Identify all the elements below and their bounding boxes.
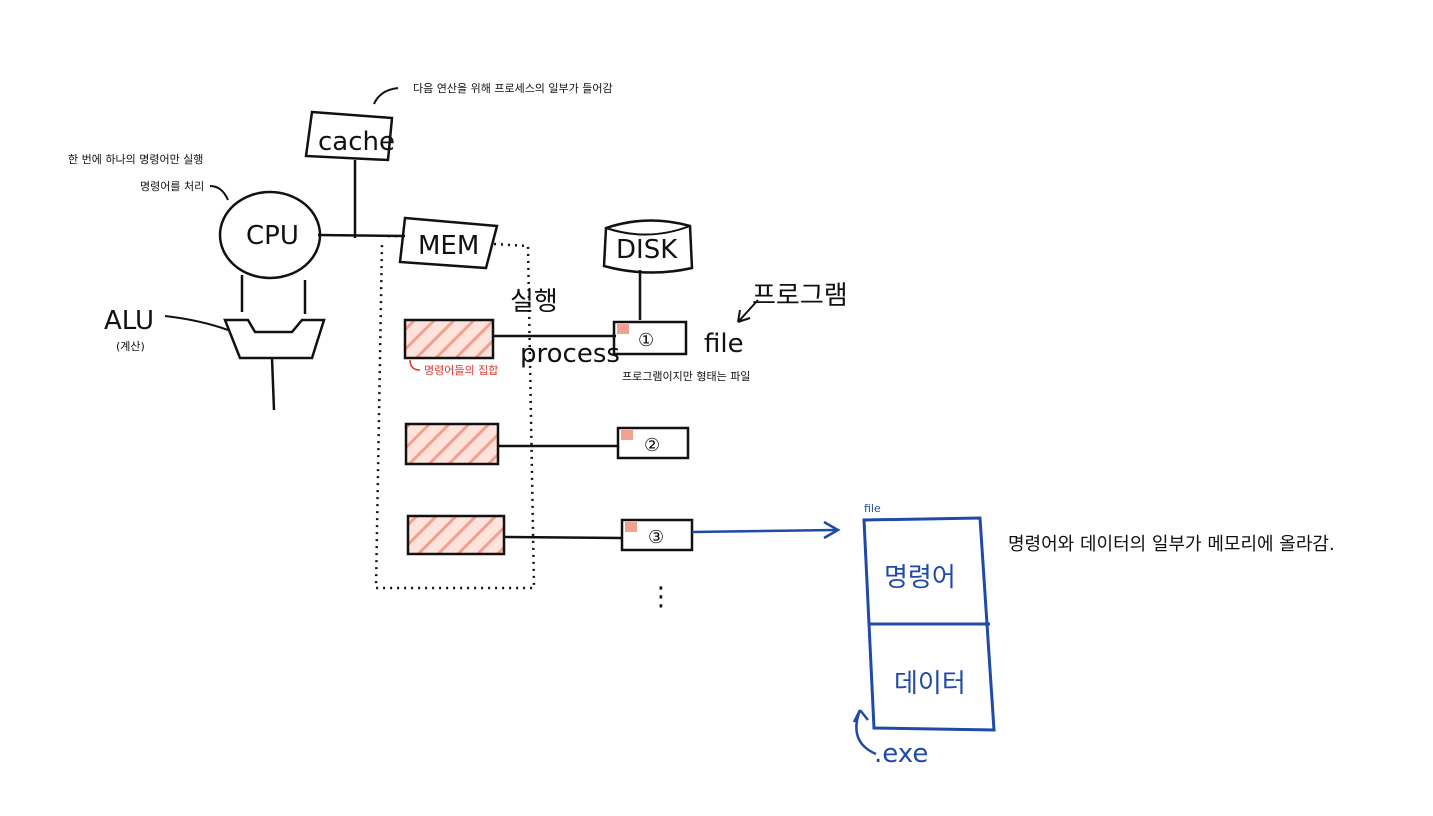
cpu-mem-bus <box>317 233 406 238</box>
program-file-note: 프로그램이지만 형태는 파일 <box>622 369 750 383</box>
file-3-marker <box>625 522 637 532</box>
process-block-1 <box>403 318 495 360</box>
alu-note: (계산) <box>116 340 145 353</box>
run-label: 실행 <box>510 287 558 317</box>
program-arrow <box>737 299 759 323</box>
cpu-note-arrow <box>209 185 229 201</box>
file-label: file <box>704 329 744 359</box>
process-block-3 <box>406 514 506 556</box>
file-3-label: ③ <box>648 527 664 548</box>
cpu-note-line2: 명령어를 처리 <box>140 180 204 193</box>
exe-pointer <box>852 709 877 756</box>
mem-box <box>398 216 499 270</box>
cache-box <box>304 110 394 162</box>
cache-note-arrow <box>373 87 399 105</box>
link-process-3 <box>503 535 623 540</box>
file-3-box <box>620 518 694 552</box>
disk-top-rim <box>605 225 691 236</box>
memory-load-note: 명령어와 데이터의 일부가 메모리에 올라감. <box>1008 534 1335 555</box>
exe-arrow-line <box>691 528 837 534</box>
file-2-marker <box>621 430 633 440</box>
cache-note: 다음 연산을 위해 프로세스의 일부가 들어감 <box>413 81 613 95</box>
process-block-2 <box>404 422 500 466</box>
instruction-set-arrow <box>409 359 421 371</box>
program-label: 프로그램 <box>752 281 848 311</box>
process-label: process <box>520 339 620 369</box>
mem-label: MEM <box>418 231 479 261</box>
file-2-label: ② <box>644 435 660 456</box>
alu-output <box>270 357 276 411</box>
exe-file-box <box>862 516 996 732</box>
instruction-set-note: 명령어들의 집합 <box>424 364 498 377</box>
cpu-label: CPU <box>246 221 299 251</box>
cache-label: cache <box>318 127 395 157</box>
alu-pointer <box>164 315 229 331</box>
alu-shape <box>223 318 326 360</box>
exe-arrow-head <box>823 520 841 540</box>
cpu-note-line1: 한 번에 하나의 명령어만 실행 <box>68 152 203 166</box>
memory-region <box>374 234 536 590</box>
disk-cylinder <box>602 219 694 274</box>
file-1-box <box>612 320 688 356</box>
exe-file-label: file <box>864 502 881 515</box>
file-1-marker <box>617 324 629 334</box>
file-2-box <box>616 426 690 460</box>
file-1-label: ① <box>638 330 654 351</box>
more-files-dots: ⋮ <box>648 582 674 612</box>
exe-label: .exe <box>874 739 928 769</box>
alu-label: ALU <box>104 306 154 336</box>
instruction-section-label: 명령어 <box>884 563 956 593</box>
data-section-label: 데이터 <box>894 669 966 699</box>
disk-label: DISK <box>616 235 678 265</box>
